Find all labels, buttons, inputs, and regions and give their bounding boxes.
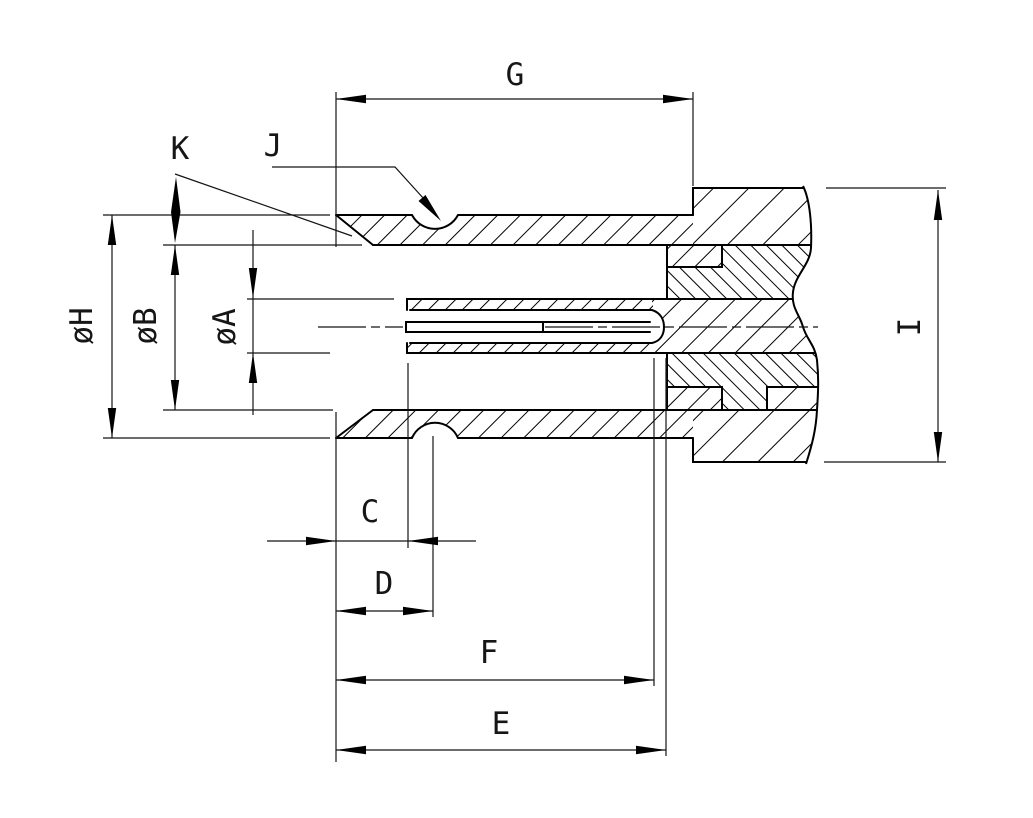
part-outlines xyxy=(335,187,819,463)
dimension-lines xyxy=(111,98,939,751)
contact-slot-lines xyxy=(542,321,651,333)
step-bottom-right xyxy=(766,386,819,411)
label-J: J xyxy=(264,128,283,164)
contact-rear-hatch xyxy=(652,299,819,353)
body-tooth-bottom-hatch xyxy=(667,387,722,410)
label-G: G xyxy=(506,57,525,93)
hatch-fills xyxy=(336,188,819,462)
outer-surface-bottom xyxy=(335,421,694,439)
contact-slot-tongue xyxy=(405,321,544,333)
arrow-C-left xyxy=(306,536,336,546)
arrow-K-callout xyxy=(171,177,181,243)
body-bottom-wall-hatch xyxy=(336,410,693,438)
extension-lines xyxy=(103,92,946,762)
label-dia-H: øH xyxy=(64,307,100,344)
arrow-A-bottom xyxy=(248,353,258,383)
body-block-bottom-right-hatch xyxy=(767,387,819,410)
contact-strip-bottom-hatch xyxy=(407,343,653,353)
arrow-D-left xyxy=(336,606,366,616)
arrow-E-right xyxy=(636,745,666,755)
flange-front-top-edge xyxy=(692,187,819,216)
arrow-J-leader xyxy=(418,195,441,221)
label-dia-A: øA xyxy=(207,308,243,346)
arrow-B-top xyxy=(170,245,180,275)
arrowheads xyxy=(107,94,943,755)
leader-lines xyxy=(174,166,425,237)
label-E: E xyxy=(492,706,511,742)
label-I: I xyxy=(892,318,928,337)
arrow-B-bottom xyxy=(170,380,180,410)
chamfer-top-edge xyxy=(335,214,374,246)
step-top xyxy=(666,244,723,268)
body-tooth-top-hatch xyxy=(667,245,722,267)
leader-K xyxy=(174,173,353,237)
arrow-E-left xyxy=(336,745,366,755)
insulator-top-hatch xyxy=(667,245,819,299)
step-bottom xyxy=(666,386,723,411)
label-K: K xyxy=(171,131,190,167)
contact-bottom-edge xyxy=(406,342,819,354)
label-dia-B: øB xyxy=(128,307,164,344)
contact-bore xyxy=(409,309,666,344)
arrow-F-left xyxy=(336,675,366,685)
body-top-wall-hatch xyxy=(336,215,693,245)
insulator-bottom-hatch xyxy=(667,353,819,410)
label-D: D xyxy=(375,566,394,602)
flange-bottom-hatch xyxy=(693,410,819,462)
label-F: F xyxy=(480,635,499,671)
flange-front-bottom-edge xyxy=(692,437,819,463)
dimension-labels: G K J øH øB øA I C D F E xyxy=(64,57,928,742)
label-C: C xyxy=(361,494,380,530)
arrow-I-bottom xyxy=(933,432,943,462)
dimensions: G K J øH øB øA I C D F E xyxy=(64,57,946,762)
arrow-D-right xyxy=(403,606,433,616)
part-section xyxy=(335,187,819,463)
chamfer-bottom-edge xyxy=(335,409,374,439)
arrow-I-top xyxy=(933,190,943,220)
contact-strip-top-hatch xyxy=(407,299,653,310)
contact-top-edge xyxy=(406,298,819,311)
arrow-A-top xyxy=(248,268,258,298)
outer-surface-top xyxy=(335,214,694,230)
arrow-G-right xyxy=(663,94,693,104)
arrow-H-bottom xyxy=(107,408,117,438)
arrow-C-right xyxy=(408,536,438,546)
flange-top-hatch xyxy=(693,188,819,245)
arrow-F-right xyxy=(624,675,654,685)
leader-J xyxy=(272,166,425,200)
arrow-H-top xyxy=(107,215,117,245)
arrow-G-left xyxy=(336,94,366,104)
